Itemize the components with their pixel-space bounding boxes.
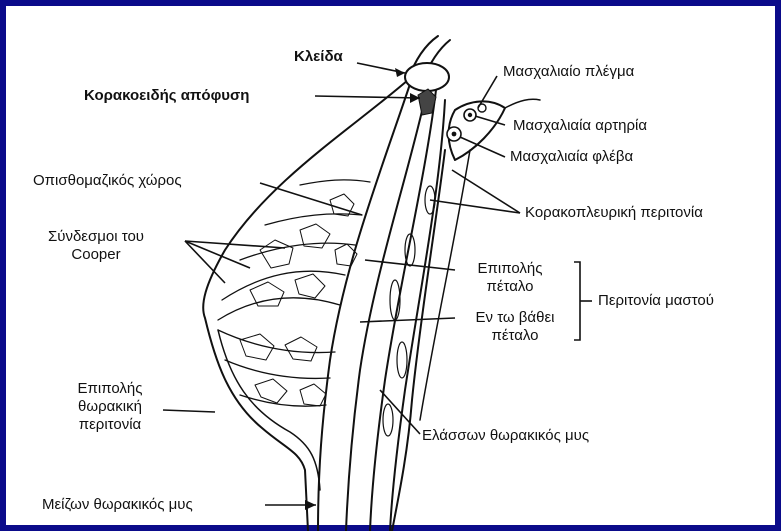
breast-outline [203, 80, 408, 531]
label-epipolis-thorakiki-line3: περιτονία [55, 416, 165, 434]
label-epipolis-thorakiki-line2: θωρακική [55, 398, 165, 416]
axillary-artery-core [468, 113, 472, 117]
label-epipolis-petalo-line1: Επιπολής [455, 260, 565, 278]
label-masxaliaio-plegma: Μασχαλιαίο πλέγμα [503, 63, 634, 81]
label-epipolis-petalo: Επιπολής πέταλο [455, 260, 565, 296]
label-kleida: Κλείδα [294, 48, 343, 66]
label-epipolis-thorakiki: Επιπολής θωρακική περιτονία [55, 380, 165, 434]
clavipectoral-fascia [392, 150, 445, 531]
label-masxaliaia-fleva: Μασχαλιαία φλέβα [510, 148, 633, 166]
label-syndesmoi: Σύνδεσμοι του Cooper [26, 228, 166, 264]
label-elasson: Ελάσσων θωρακικός μυς [422, 427, 589, 445]
clavicle-bone [405, 63, 449, 91]
label-korakoeidis: Κορακοειδής απόφυση [84, 87, 249, 105]
label-en-to-vathei-line1: Εν τω βάθει [460, 309, 570, 327]
label-syndesmoi-line2: Cooper [26, 246, 166, 264]
label-masxaliaia-artiria: Μασχαλιαία αρτηρία [513, 117, 647, 135]
label-korakopleuriki: Κορακοπλευρική περιτονία [525, 204, 703, 222]
label-epipolis-thorakiki-line1: Επιπολής [55, 380, 165, 398]
label-syndesmoi-line1: Σύνδεσμοι του [26, 228, 166, 246]
axillary-sheath-tail [505, 99, 540, 108]
label-en-to-vathei: Εν τω βάθει πέταλο [460, 309, 570, 345]
label-meizon: Μείζων θωρακικός μυς [42, 496, 193, 514]
axillary-vein-core [452, 132, 457, 137]
label-opisthomazikos: Οπισθομαζικός χώρος [33, 172, 182, 190]
label-peritonia-mastou: Περιτονία μαστού [598, 292, 714, 310]
pectoralis-minor-front [370, 90, 436, 531]
label-epipolis-petalo-line2: πέταλο [455, 278, 565, 296]
label-en-to-vathei-line2: πέταλο [460, 327, 570, 345]
